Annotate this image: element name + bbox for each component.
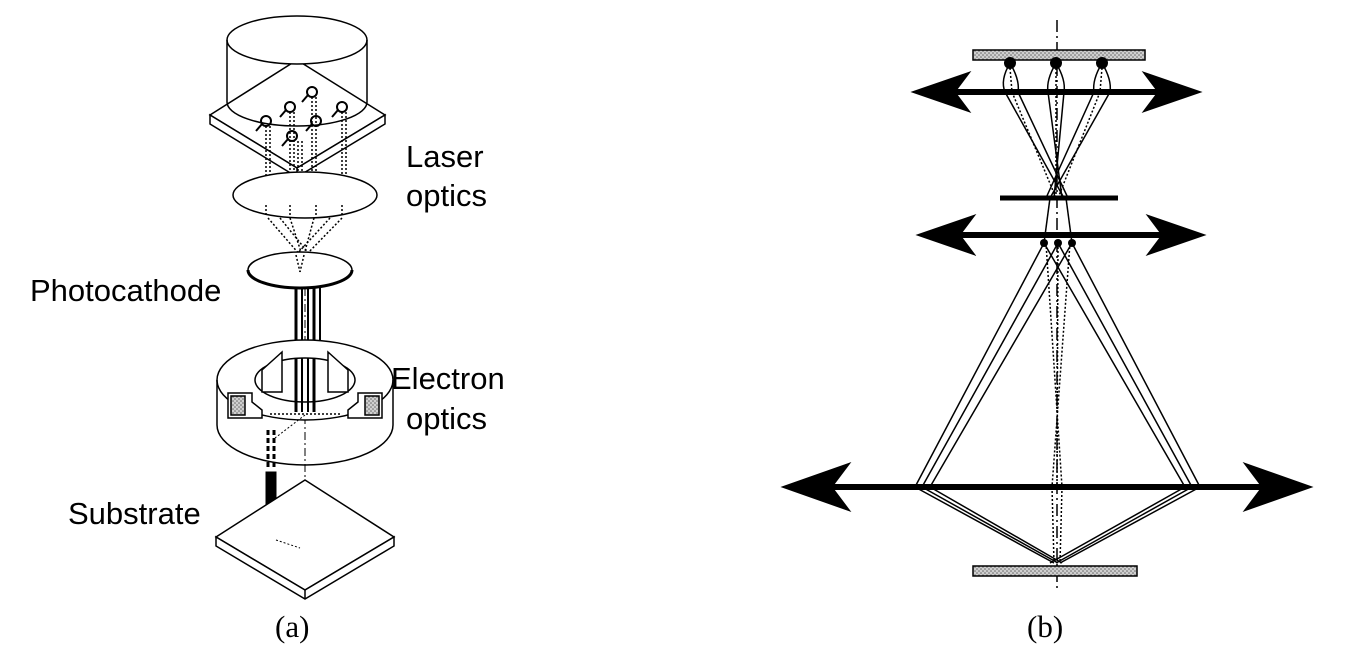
panel-a: Laser optics Photocathode Electron optic… (30, 15, 505, 644)
coil-left (230, 395, 246, 416)
electron-optics-label-line1: Electron (391, 361, 505, 396)
laser-optics-label-line1: Laser (406, 139, 484, 174)
substrate-plate (214, 479, 396, 600)
lens-1-arrow (910, 70, 1203, 114)
coil-right (364, 395, 380, 416)
laser-optics-assembly (208, 15, 387, 290)
photocathode-label: Photocathode (30, 273, 221, 308)
rays-middle-dotted (1045, 242, 1071, 488)
panel-b: (b) (780, 20, 1314, 644)
laser-cylinder-top (226, 15, 368, 65)
substrate-label: Substrate (68, 496, 201, 531)
rays-top-dotted (1009, 67, 1103, 199)
caption-a: (a) (275, 609, 309, 644)
laser-lens (232, 171, 378, 219)
electron-optics-label-line2: optics (406, 401, 487, 436)
laser-focus-beams (267, 217, 343, 256)
laser-optics-label-line2: optics (406, 178, 487, 213)
caption-b: (b) (1027, 609, 1063, 644)
lens-2-arrow (915, 213, 1207, 257)
electron-optics-ring (216, 339, 394, 466)
rays-bottom-dotted (1051, 486, 1063, 564)
bottom-plate (972, 565, 1138, 577)
lens-3-arrow (780, 461, 1314, 513)
rays-bottom (914, 486, 1201, 564)
